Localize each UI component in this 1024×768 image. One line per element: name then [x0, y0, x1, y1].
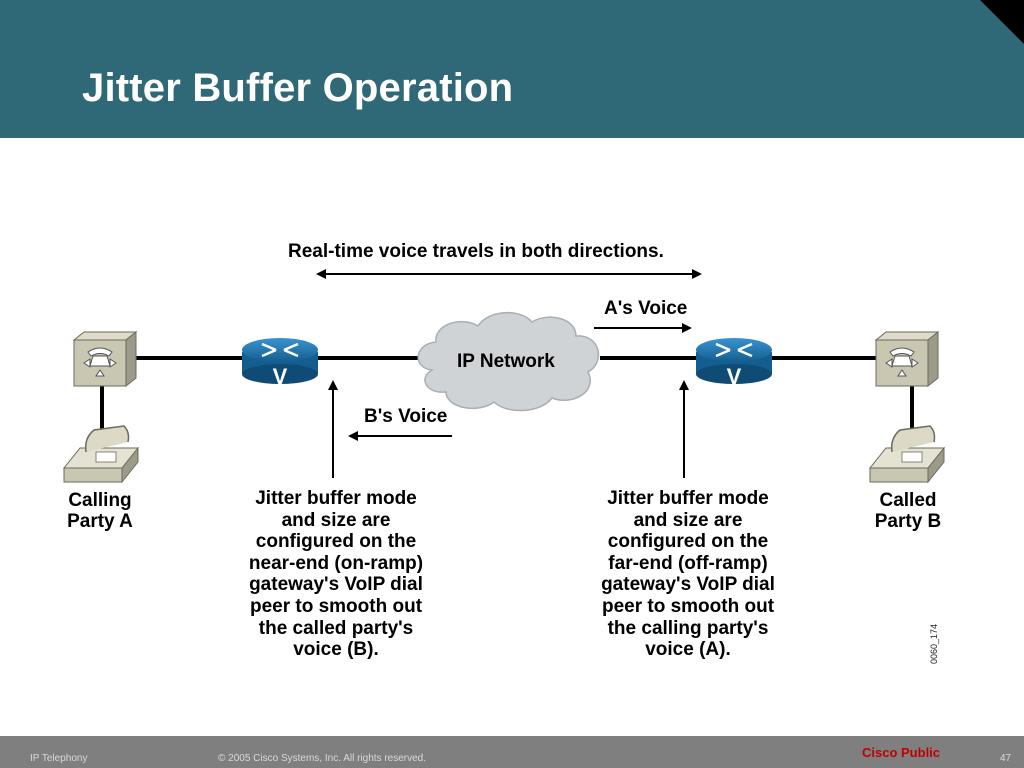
cloud-icon: [417, 311, 600, 412]
router-icon-left: [242, 338, 318, 384]
calling-party-line: Party A: [67, 511, 133, 532]
title-bar: [0, 0, 1024, 138]
far-end-note: Jitter buffer mode and size are configur…: [558, 488, 818, 661]
note-line: near-end (on-ramp): [248, 552, 424, 574]
note-line: the calling party's: [607, 617, 769, 639]
b-voice-label: B's Voice: [364, 406, 448, 427]
footer-copyright: © 2005 Cisco Systems, Inc. All rights re…: [218, 753, 427, 764]
pbx-icon-left: [72, 330, 138, 388]
figure-code: 0060_174: [929, 623, 939, 664]
note-line: and size are: [281, 509, 391, 531]
note-line: configured on the: [607, 531, 769, 553]
page-number: 47: [1000, 753, 1012, 764]
footer-section: IP Telephony: [30, 753, 88, 764]
note-line: gateway's VoIP dial: [601, 574, 775, 596]
telephone-icon-left: [62, 425, 140, 484]
note-line: and size are: [633, 509, 743, 531]
note-line: peer to smooth out: [601, 595, 775, 617]
calling-party-line: Calling: [68, 490, 132, 511]
called-party-line: Called: [879, 490, 937, 511]
cloud-label: IP Network: [457, 351, 555, 372]
note-line: configured on the: [255, 531, 417, 553]
called-party-label: Called Party B: [860, 490, 956, 532]
slide-title: Jitter Buffer Operation: [82, 66, 514, 110]
pbx-icon-right: [874, 330, 940, 388]
note-line: gateway's VoIP dial: [249, 574, 423, 596]
called-party-line: Party B: [874, 511, 942, 532]
note-line: the called party's: [258, 617, 414, 639]
near-end-note: Jitter buffer mode and size are configur…: [206, 488, 466, 661]
note-line: voice (A).: [645, 639, 731, 661]
both-directions-label: Real-time voice travels in both directio…: [288, 241, 664, 262]
corner-accent: [980, 0, 1024, 44]
calling-party-label: Calling Party A: [52, 490, 148, 532]
router-icon-right: [696, 338, 772, 384]
note-line: far-end (off-ramp): [608, 552, 768, 574]
note-line: peer to smooth out: [249, 595, 423, 617]
note-line: Jitter buffer mode: [255, 488, 417, 509]
note-line: voice (B).: [293, 639, 379, 661]
router-glyph-right: V: [727, 364, 742, 389]
a-voice-label: A's Voice: [604, 298, 688, 319]
footer-classification: Cisco Public: [862, 745, 941, 760]
telephone-icon-right: [868, 425, 946, 484]
router-glyph-left: V: [273, 364, 288, 389]
footer-bar: [0, 736, 1024, 768]
note-line: Jitter buffer mode: [607, 488, 769, 509]
